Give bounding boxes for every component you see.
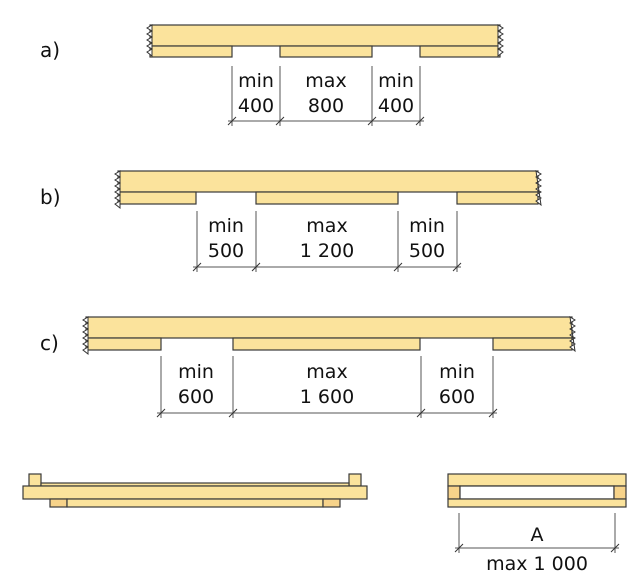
panel-a: a) min 400 max 800 min 400 [40, 24, 504, 126]
dimension-lines [454, 513, 620, 553]
dim-top-text: min [439, 361, 475, 383]
panel-label-c: c) [40, 331, 59, 355]
batten [255, 191, 399, 205]
stud [447, 485, 461, 500]
break-line-icon [82, 316, 89, 356]
batten [66, 498, 324, 508]
dim-value-text: max 1 000 [486, 553, 588, 575]
batten [117, 191, 197, 205]
dim-top-text: min [409, 215, 445, 237]
dimension-lines [227, 66, 425, 126]
dim-value-text: 500 [208, 240, 244, 262]
batten [149, 45, 233, 58]
dim-top-text: max [306, 215, 347, 237]
dim-value-text: 1 600 [300, 386, 354, 408]
break-line-icon [146, 24, 153, 58]
bottom-board [447, 498, 627, 508]
dim-top-text: max [306, 361, 347, 383]
cavity [459, 485, 615, 500]
top-board [447, 473, 627, 487]
break-line-icon [535, 170, 542, 207]
batten-end [49, 498, 68, 508]
dim-value-text: 600 [439, 386, 475, 408]
dim-value-text: 400 [378, 95, 414, 117]
dim-value-text: 800 [308, 95, 344, 117]
panel-c: c) min 600 max 1 600 min 600 [40, 316, 576, 418]
break-line-icon [569, 316, 576, 353]
panel-b: b) min 500 max 1 200 min 500 [40, 170, 542, 272]
dim-value-text: 400 [238, 95, 274, 117]
dim-value-text: 500 [409, 240, 445, 262]
batten [279, 45, 373, 58]
dim-label-a: A [531, 524, 544, 546]
dim-top-text: max [305, 70, 346, 92]
batten [456, 191, 539, 205]
top-board [149, 24, 501, 47]
cross-section: A max 1 000 [447, 473, 627, 575]
dim-top-text: min [378, 70, 414, 92]
top-board [85, 316, 573, 339]
stud [348, 473, 362, 487]
dim-top-text: min [208, 215, 244, 237]
stud [613, 485, 627, 500]
dim-top-text: min [238, 70, 274, 92]
dim-value-text: 600 [178, 386, 214, 408]
top-board [117, 170, 539, 193]
break-line-icon [497, 24, 504, 58]
panel-label-a: a) [40, 38, 60, 62]
batten [232, 337, 421, 351]
batten-end [322, 498, 341, 508]
dimension-lines [156, 356, 498, 418]
main-board [22, 485, 368, 500]
batten [492, 337, 573, 351]
batten [419, 45, 501, 58]
break-line-icon [114, 170, 121, 210]
dimension-lines [192, 211, 462, 272]
side-elevation [22, 473, 368, 508]
panel-label-b: b) [40, 185, 61, 209]
stud [28, 473, 42, 487]
batten [85, 337, 162, 351]
dim-top-text: min [178, 361, 214, 383]
dim-value-text: 1 200 [300, 240, 354, 262]
